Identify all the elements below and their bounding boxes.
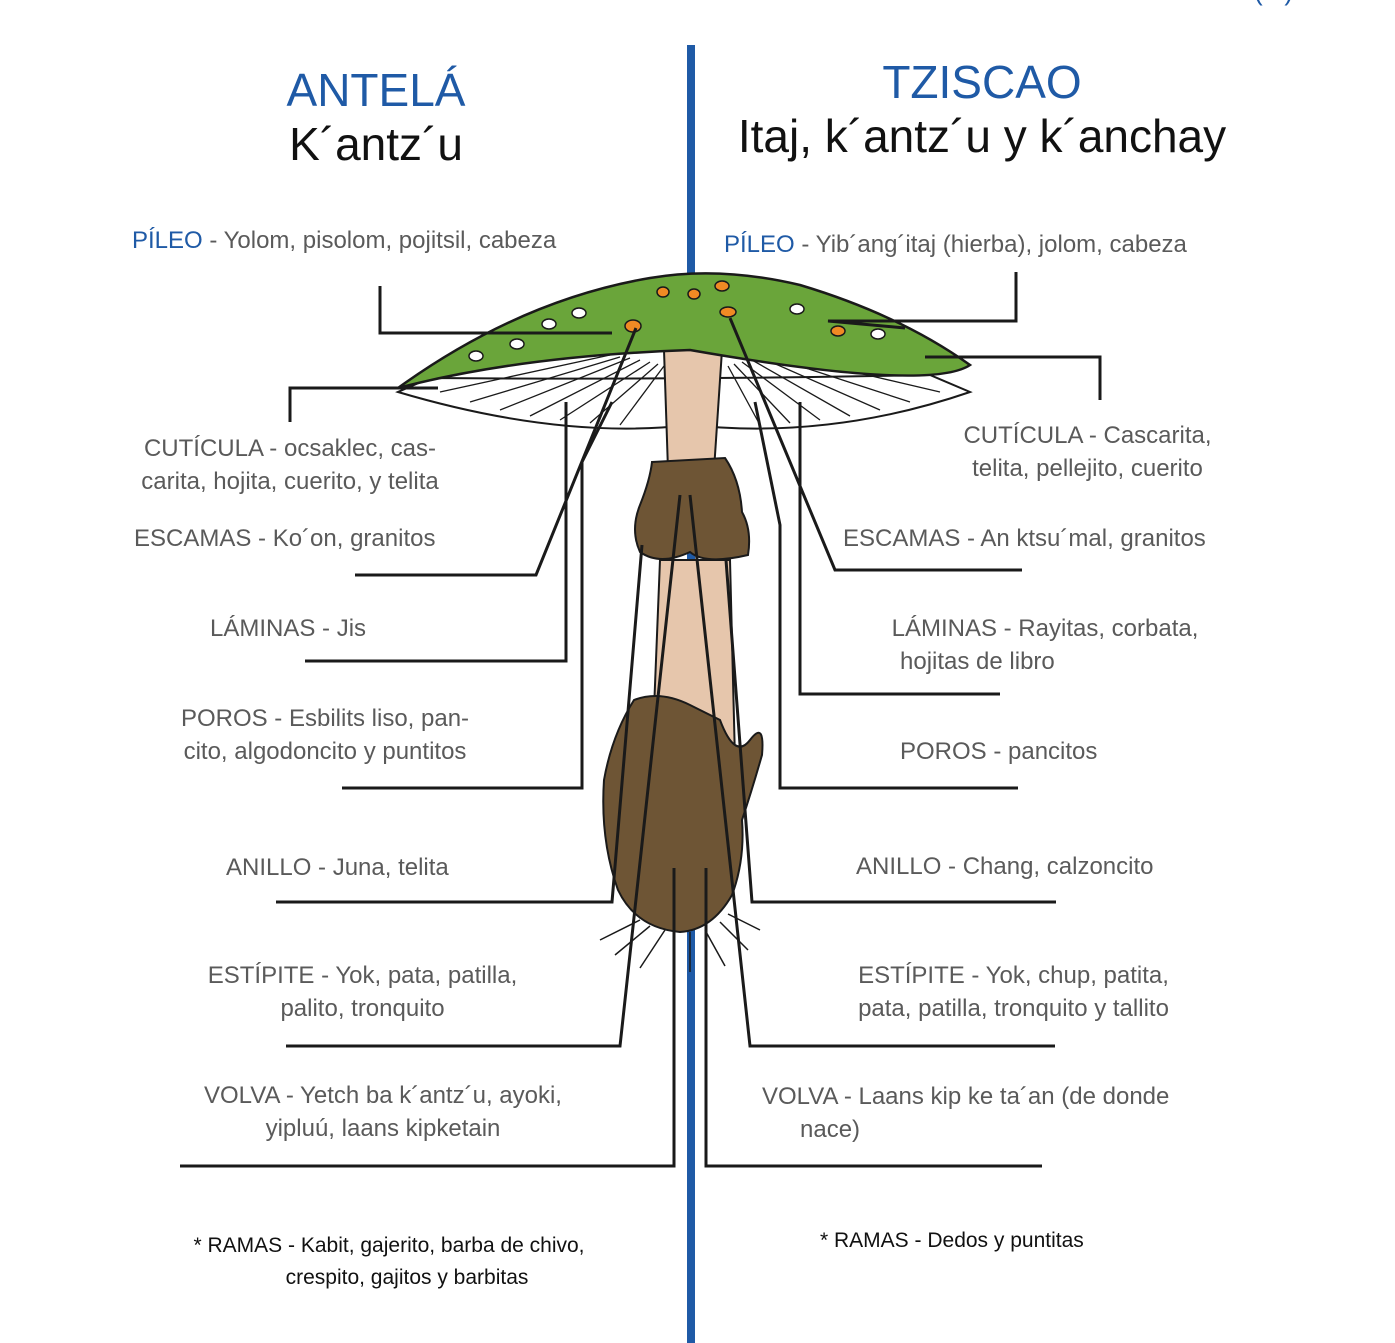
right-estipite-line2: pata, patilla, tronquito y tallito bbox=[858, 995, 1169, 1022]
left-pileo-desc: - Yolom, pisolom, pojitsil, cabeza bbox=[202, 227, 557, 254]
right-cuticula-line2: telita, pellejito, cuerito bbox=[972, 455, 1203, 482]
left-title: ANTELÁ bbox=[286, 64, 466, 116]
right-laminas-line2: hojitas de libro bbox=[900, 648, 1055, 675]
left-poros-label: POROS - Esbilits liso, pan- cito, algodo… bbox=[140, 702, 510, 768]
right-pileo-label: PÍLEO - Yib´ang´itaj (hierba), jolom, ca… bbox=[724, 228, 1187, 261]
upper-stem bbox=[662, 349, 724, 471]
right-poros-label: POROS - pancitos bbox=[900, 738, 1098, 765]
left-volva-line2: yipluú, laans kipketain bbox=[265, 1115, 501, 1142]
right-escamas-label: ESCAMAS - An ktsu´mal, granitos bbox=[843, 525, 1206, 552]
left-volva-line1: VOLVA - Yetch ba k´antz´u, ayoki, bbox=[204, 1082, 562, 1109]
left-ramas-line1: * RAMAS - Kabit, gajerito, barba de chiv… bbox=[193, 1234, 585, 1257]
left-cuticula-line1: CUTÍCULA - ocsaklec, cas- bbox=[143, 435, 437, 462]
right-pileo-desc: - Yib´ang´itaj (hierba), jolom, cabeza bbox=[794, 231, 1187, 258]
left-laminas-label: LÁMINAS - Jis bbox=[210, 615, 367, 642]
right-laminas-label: LÁMINAS - Rayitas, corbata, hojitas de l… bbox=[860, 612, 1230, 678]
right-title-block: TZISCAO Itaj, k´antz´u y k´anchay bbox=[722, 56, 1242, 162]
left-pileo-label: PÍLEO - Yolom, pisolom, pojitsil, cabeza bbox=[132, 224, 556, 257]
left-subtitle: K´antz´u bbox=[289, 118, 463, 170]
left-cuticula-line2: carita, hojita, cuerito, y telita bbox=[141, 468, 439, 495]
left-escamas-label: ESCAMAS - Ko´on, granitos bbox=[134, 525, 436, 552]
corner-fragment: (...) bbox=[1254, 0, 1293, 7]
right-laminas-line1: LÁMINAS - Rayitas, corbata, bbox=[891, 615, 1199, 642]
left-poros-line1: POROS - Esbilits liso, pan- bbox=[180, 705, 470, 732]
right-estipite-line1: ESTÍPITE - Yok, chup, patita, bbox=[858, 962, 1169, 989]
right-cuticula-line1: CUTÍCULA - Cascarita, bbox=[963, 422, 1212, 449]
right-subtitle: Itaj, k´antz´u y k´anchay bbox=[737, 110, 1227, 162]
right-volva-line1: VOLVA - Laans kip ke ta´an (de donde bbox=[762, 1083, 1170, 1110]
leader-lines bbox=[180, 272, 1102, 1168]
volva bbox=[602, 695, 764, 934]
right-cuticula-label: CUTÍCULA - Cascarita, telita, pellejito,… bbox=[930, 419, 1245, 485]
left-estipite-line1: ESTÍPITE - Yok, pata, patilla, bbox=[207, 962, 518, 989]
left-volva-label: VOLVA - Yetch ba k´antz´u, ayoki, yipluú… bbox=[168, 1079, 598, 1145]
left-estipite-label: ESTÍPITE - Yok, pata, patilla, palito, t… bbox=[170, 959, 555, 1025]
left-ramas-line2: crespito, gajitos y barbitas bbox=[285, 1266, 529, 1289]
right-ramas-note: * RAMAS - Dedos y puntitas bbox=[820, 1229, 1084, 1252]
left-pileo-term: PÍLEO bbox=[132, 227, 203, 254]
right-estipite-label: ESTÍPITE - Yok, chup, patita, pata, pati… bbox=[826, 959, 1201, 1025]
left-ramas-note: * RAMAS - Kabit, gajerito, barba de chiv… bbox=[164, 1230, 614, 1294]
cap bbox=[397, 272, 973, 390]
right-title: TZISCAO bbox=[882, 56, 1082, 108]
left-anillo-label: ANILLO - Juna, telita bbox=[226, 854, 449, 881]
rootlets bbox=[599, 913, 761, 972]
right-anillo-label: ANILLO - Chang, calzoncito bbox=[856, 853, 1154, 880]
left-poros-line2: cito, algodoncito y puntitos bbox=[183, 738, 467, 765]
right-pileo-term: PÍLEO bbox=[724, 231, 795, 258]
left-estipite-line2: palito, tronquito bbox=[280, 995, 445, 1022]
left-title-block: ANTELÁ K´antz´u bbox=[116, 64, 636, 170]
cap-scales bbox=[468, 280, 886, 362]
left-cuticula-label: CUTÍCULA - ocsaklec, cas- carita, hojita… bbox=[100, 432, 480, 498]
right-volva-line2: nace) bbox=[800, 1116, 861, 1143]
right-volva-label: VOLVA - Laans kip ke ta´an (de donde nac… bbox=[762, 1080, 1169, 1146]
